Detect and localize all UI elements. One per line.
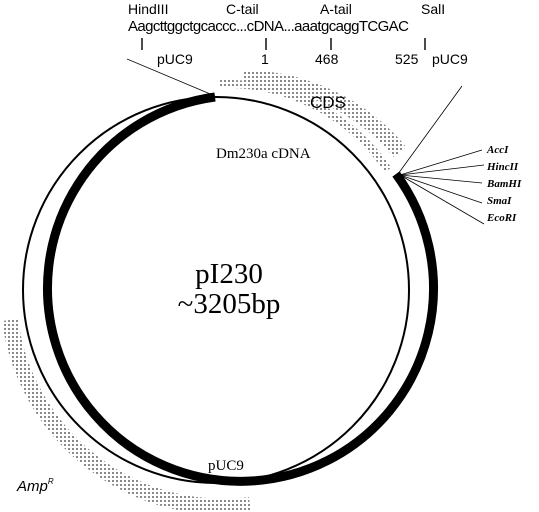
leader-line-right	[397, 85, 463, 175]
position-525: 525	[395, 51, 419, 67]
sequence-part-vector-left: Aagcttggctgcaccc	[128, 18, 237, 35]
atail-label: A-tail	[320, 1, 352, 17]
site-line-3	[399, 174, 483, 184]
cds-stipple-band-inner	[217, 79, 392, 173]
vector-bottom-label: pUC9	[208, 458, 244, 474]
site-line-5	[399, 174, 485, 225]
sali-label: SalI	[421, 1, 445, 17]
position-1: 1	[261, 51, 269, 67]
insert-label: Dm230a cDNA	[216, 146, 311, 162]
plasmid-name: pI230	[195, 258, 263, 290]
amp-stipple-band	[2, 318, 251, 512]
site-line-2	[399, 164, 485, 176]
ctail-label: C-tail	[226, 1, 259, 17]
vector-thick-arc	[42, 92, 438, 486]
leader-line-left	[126, 58, 216, 97]
junction-sequence: Aagcttggctgcaccc...cDNA...aaatgcaggTCGAC	[128, 18, 409, 35]
amp-superscript: R	[48, 477, 54, 486]
cds-label: CDS	[310, 93, 346, 112]
amp-label: AmpR	[16, 477, 54, 495]
sequence-part-cdna: ...cDNA...	[236, 18, 294, 35]
puc9-right-label: pUC9	[432, 51, 468, 67]
site-label-bamhi: BamHI	[486, 178, 522, 190]
puc9-left-label: pUC9	[157, 51, 193, 67]
sequence-part-vector-right: aaatgcaggTCGAC	[294, 18, 409, 35]
plasmid-size: ~3205bp	[178, 288, 281, 320]
site-line-1	[399, 149, 483, 176]
amp-text: Amp	[16, 478, 48, 495]
position-468: 468	[315, 51, 339, 67]
site-line-4	[399, 174, 483, 204]
hindiii-label: HindIII	[128, 1, 168, 17]
site-label-hincii: HincII	[486, 161, 519, 173]
site-label-smai: SmaI	[487, 195, 512, 207]
site-label-ecori: EcoRI	[486, 212, 517, 224]
cds-stipple-band	[241, 70, 407, 158]
site-label-acci: AccI	[486, 144, 509, 156]
